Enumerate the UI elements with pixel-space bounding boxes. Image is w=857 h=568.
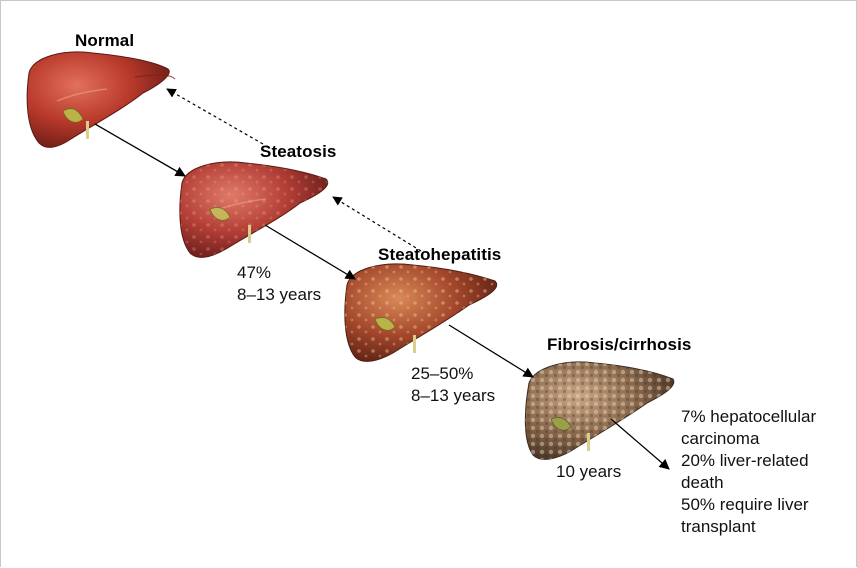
transition-note-fibrosis: 10 years: [556, 461, 621, 483]
stage-label-normal: Normal: [75, 31, 134, 51]
liver-steatohepatitis-icon: [345, 264, 497, 361]
transition-probability: 25–50%: [411, 363, 495, 385]
liver-steatosis-icon: [180, 162, 328, 257]
transition-note-steatohepatitis: 25–50% 8–13 years: [411, 363, 495, 407]
outcome-line: 50% require liver: [681, 494, 816, 516]
stage-label-fibrosis: Fibrosis/cirrhosis: [547, 335, 691, 355]
outcome-line: 20% liver-related: [681, 450, 816, 472]
outcome-line: carcinoma: [681, 428, 816, 450]
outcome-line: 7% hepatocellular: [681, 406, 816, 428]
stage-label-steatosis: Steatosis: [260, 142, 337, 162]
transition-note-steatosis: 47% 8–13 years: [237, 262, 321, 306]
transition-duration: 8–13 years: [411, 385, 495, 407]
transition-duration: 8–13 years: [237, 284, 321, 306]
transition-probability: 47%: [237, 262, 321, 284]
outcome-line: death: [681, 472, 816, 494]
stage-label-steatohepatitis: Steatohepatitis: [378, 245, 501, 265]
dashed-arrow-steatohepatitis-to-steatosis: [333, 197, 421, 251]
dashed-arrow-steatosis-to-normal: [167, 89, 263, 144]
transition-duration: 10 years: [556, 461, 621, 483]
liver-normal-icon: [27, 52, 175, 147]
liver-fibrosis-icon: [525, 362, 674, 459]
outcome-line: transplant: [681, 516, 816, 538]
arrow-normal-to-steatosis: [95, 124, 185, 176]
outcomes-list: 7% hepatocellular carcinoma 20% liver-re…: [681, 406, 816, 538]
